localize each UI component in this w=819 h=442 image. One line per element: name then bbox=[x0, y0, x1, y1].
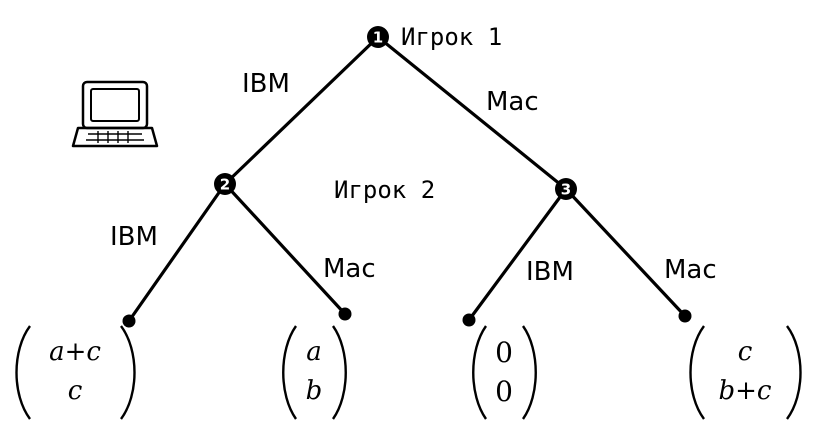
edge-n3-left bbox=[467, 187, 568, 322]
edge-label-n3-left: IBM bbox=[526, 257, 574, 287]
payoff-2-bottom: b bbox=[306, 376, 323, 406]
terminal-node-4 bbox=[678, 309, 692, 323]
terminal-node-3 bbox=[462, 313, 476, 327]
terminal-node-2 bbox=[338, 307, 352, 321]
edge-label-n1-right: Mac bbox=[486, 87, 539, 117]
edge-label-n2-left: IBM bbox=[110, 222, 158, 252]
edge-label-n2-right: Mac bbox=[323, 254, 376, 284]
payoff-3-top: 0 bbox=[495, 336, 513, 369]
player-1-label: Игрок 1 bbox=[401, 23, 502, 51]
edge-label-n1-left: IBM bbox=[242, 69, 290, 99]
decision-node-1: 1 bbox=[367, 26, 389, 48]
terminal-node-1 bbox=[122, 314, 136, 328]
svg-text:1: 1 bbox=[373, 29, 383, 47]
decision-node-3: 3 bbox=[555, 178, 577, 200]
payoff-3-bottom: 0 bbox=[495, 375, 513, 408]
edge-label-n3-right: Mac bbox=[664, 255, 717, 285]
edge-n1-right bbox=[376, 35, 568, 191]
svg-text:3: 3 bbox=[561, 181, 571, 199]
decision-node-2: 2 bbox=[214, 173, 236, 195]
edge-n3-right bbox=[564, 187, 687, 318]
payoff-vector-1: a+c c bbox=[15, 325, 136, 420]
payoff-vector-3: 0 0 bbox=[472, 325, 537, 420]
laptop-computer-icon bbox=[71, 80, 159, 148]
svg-text:2: 2 bbox=[220, 176, 230, 194]
payoff-4-top: c bbox=[738, 337, 753, 367]
payoff-1-top: a+c bbox=[49, 337, 101, 367]
edge-n2-left bbox=[127, 182, 227, 323]
player-2-label: Игрок 2 bbox=[334, 176, 435, 204]
payoff-4-bottom: b+c bbox=[719, 376, 772, 406]
edge-n2-right bbox=[223, 182, 347, 316]
payoff-vector-2: a b bbox=[282, 325, 347, 420]
payoff-2-top: a bbox=[306, 337, 322, 367]
payoff-1-bottom: c bbox=[68, 376, 83, 406]
edge-n1-left bbox=[223, 35, 380, 186]
payoff-vector-4: c b+c bbox=[689, 325, 802, 420]
